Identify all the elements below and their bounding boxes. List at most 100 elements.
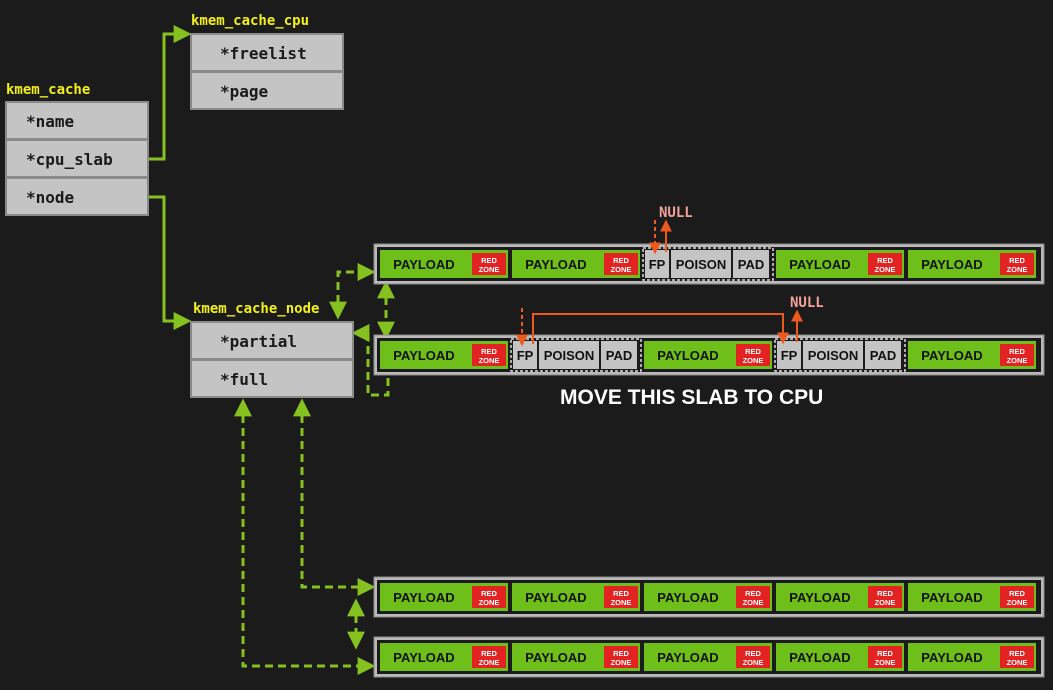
poison-cell	[539, 341, 599, 369]
payload-label: PAYLOAD	[393, 257, 454, 272]
red-zone-label-line1: RED	[481, 589, 497, 598]
red-zone-label-line2: ZONE	[611, 658, 632, 667]
payload-label: PAYLOAD	[789, 257, 850, 272]
freelist-pointers	[516, 219, 803, 347]
kmem-cache-struct: kmem_cache *name *cpu_slab *node	[5, 82, 149, 216]
pad-cell	[601, 341, 637, 369]
red-zone-label-line2: ZONE	[875, 598, 896, 607]
payload-label: PAYLOAD	[525, 257, 586, 272]
poison-cell-label: POISON	[808, 348, 859, 363]
kmem-cache-label: kmem_cache	[6, 82, 90, 98]
pad-cell-label: PAD	[870, 348, 896, 363]
red-zone-label-line2: ZONE	[479, 658, 500, 667]
payload-label: PAYLOAD	[789, 590, 850, 605]
payload-label: PAYLOAD	[525, 650, 586, 665]
red-zone	[736, 646, 770, 668]
poison-cell	[803, 341, 863, 369]
partial-list-arrow	[329, 263, 376, 320]
fp-cell-label: FP	[781, 348, 798, 363]
red-zone-label-line2: ZONE	[611, 265, 632, 274]
node-field	[5, 177, 149, 216]
null-label-1: NULL	[659, 205, 693, 221]
red-zone	[868, 646, 902, 668]
red-zone-label-line1: RED	[1009, 589, 1025, 598]
partial-field	[190, 321, 354, 360]
red-zone	[472, 586, 506, 608]
red-zone-label-line2: ZONE	[743, 658, 764, 667]
pad-cell	[733, 250, 769, 278]
freelist-field	[190, 33, 344, 72]
red-zone-label-line1: RED	[481, 347, 497, 356]
payload-label: PAYLOAD	[525, 590, 586, 605]
red-zone-label-line2: ZONE	[611, 598, 632, 607]
payload-label: PAYLOAD	[657, 348, 718, 363]
free-object-border	[642, 247, 774, 281]
full-list-arrow-b	[234, 398, 376, 675]
cpu-slab-pointer-arrow	[148, 25, 192, 161]
free-object-border	[510, 338, 642, 372]
null-label-2: NULL	[790, 295, 824, 311]
poison-cell-label: POISON	[676, 257, 727, 272]
kmem-cache-cpu-struct: kmem_cache_cpu *freelist *page	[190, 13, 344, 110]
red-zone	[868, 586, 902, 608]
page-field	[190, 71, 344, 110]
name-field-text: *name	[26, 112, 74, 131]
full-field	[190, 359, 354, 398]
payload-label: PAYLOAD	[789, 650, 850, 665]
struct-connectors	[148, 25, 192, 330]
red-zone	[604, 586, 638, 608]
red-zone-label-line1: RED	[481, 256, 497, 265]
kmem-cache-node-struct: kmem_cache_node *partial *full	[190, 301, 354, 398]
node-field-text: *node	[26, 188, 74, 207]
red-zone	[868, 253, 902, 275]
red-zone	[1000, 646, 1034, 668]
red-zone-label-line1: RED	[877, 256, 893, 265]
red-zone	[604, 646, 638, 668]
red-zone	[1000, 586, 1034, 608]
move-slab-caption: MOVE THIS SLAB TO CPU	[560, 386, 823, 409]
fp-cell	[645, 250, 669, 278]
red-zone-label-line2: ZONE	[875, 265, 896, 274]
red-zone	[472, 344, 506, 366]
red-zone-label-line1: RED	[481, 649, 497, 658]
red-zone-label-line2: ZONE	[479, 598, 500, 607]
red-zone-label-line1: RED	[613, 256, 629, 265]
red-zone-label-line1: RED	[1009, 649, 1025, 658]
payload-label: PAYLOAD	[921, 348, 982, 363]
payload-label: PAYLOAD	[921, 650, 982, 665]
red-zone-label-line2: ZONE	[479, 265, 500, 274]
red-zone-label-line1: RED	[877, 649, 893, 658]
red-zone	[736, 344, 770, 366]
full-list-arrow-a	[293, 398, 376, 596]
pad-cell	[865, 341, 901, 369]
red-zone	[472, 646, 506, 668]
partial-field-text: *partial	[220, 332, 297, 351]
payload-label: PAYLOAD	[657, 590, 718, 605]
red-zone-label-line1: RED	[1009, 347, 1025, 356]
freelist-field-text: *freelist	[220, 44, 307, 63]
red-zone-label-line2: ZONE	[1007, 598, 1028, 607]
fp-cell-label: FP	[649, 257, 666, 272]
red-zone	[604, 253, 638, 275]
red-zone	[472, 253, 506, 275]
full-field-text: *full	[220, 370, 268, 389]
kmem-cache-node-label: kmem_cache_node	[193, 301, 319, 317]
free-object-border	[774, 338, 906, 372]
kmem-cache-cpu-label: kmem_cache_cpu	[191, 13, 309, 29]
page-field-text: *page	[220, 82, 268, 101]
red-zone	[1000, 344, 1034, 366]
pad-cell-label: PAD	[738, 257, 764, 272]
red-zone-label-line1: RED	[745, 347, 761, 356]
payload-label: PAYLOAD	[393, 348, 454, 363]
poison-cell-label: POISON	[544, 348, 595, 363]
payload-label: PAYLOAD	[393, 590, 454, 605]
red-zone-label-line1: RED	[613, 649, 629, 658]
list-connectors	[234, 263, 395, 675]
red-zone-label-line2: ZONE	[479, 356, 500, 365]
red-zone-label-line2: ZONE	[875, 658, 896, 667]
payload-label: PAYLOAD	[393, 650, 454, 665]
